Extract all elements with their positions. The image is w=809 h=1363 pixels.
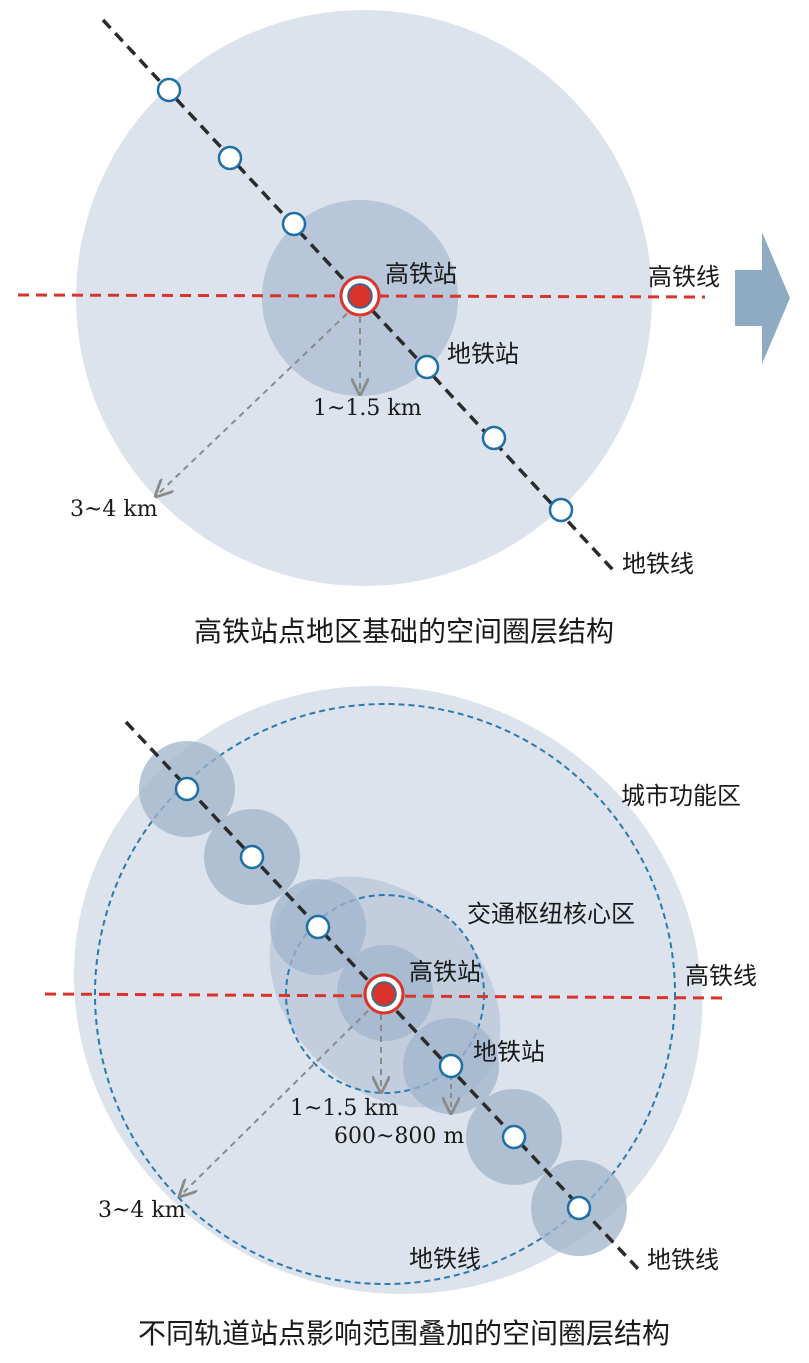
top-hsr-line-label: 高铁线 [648, 263, 720, 291]
top-outer-radius-label: 3~4 km [70, 497, 158, 522]
bottom-inner-radius-label: 1~1.5 km [290, 1096, 399, 1121]
top-metro-line-label: 地铁线 [622, 550, 694, 578]
top-metro-station-2 [217, 145, 243, 171]
bottom-station-radius-label: 600~800 m [334, 1124, 464, 1149]
bottom-metro-station-3 [305, 914, 331, 940]
city-function-boundary [94, 703, 676, 1285]
bottom-hsr-station-label: 高铁站 [409, 958, 481, 986]
city-function-zone-label: 城市功能区 [621, 782, 741, 810]
bottom-diagram: 城市功能区 交通枢纽核心区 高铁站 高铁线 地铁站 地铁线 地铁线 1~1.5 … [44, 685, 757, 1350]
top-metro-station-5 [481, 425, 507, 451]
bottom-metro-line-right-label: 地铁线 [647, 1246, 719, 1274]
bottom-metro-station-6 [566, 1195, 592, 1221]
top-metro-station-3 [281, 211, 307, 237]
bottom-metro-station-5 [501, 1124, 527, 1150]
top-hsr-station-label: 高铁站 [385, 260, 457, 288]
bottom-hsr-line-label: 高铁线 [685, 962, 757, 990]
bottom-metro-station-label: 地铁站 [473, 1038, 545, 1066]
top-hsr-station-icon [339, 275, 381, 317]
bottom-hsr-line [44, 992, 723, 1000]
top-caption: 高铁站点地区基础的空间圈层结构 [194, 615, 614, 648]
bottom-metro-line-bottom-label: 地铁线 [409, 1245, 481, 1273]
bottom-outer-radius-label: 3~4 km [98, 1198, 186, 1223]
bottom-metro-station-1 [174, 776, 200, 802]
top-metro-station-4 [414, 354, 440, 380]
top-direction-arrow [735, 232, 790, 364]
top-diagram: 高铁站 高铁线 地铁站 地铁线 1~1.5 km 3~4 km 高铁站点地区基础… [17, 10, 790, 648]
bottom-metro-station-4 [438, 1053, 464, 1079]
top-metro-station-label: 地铁站 [447, 340, 519, 368]
bottom-outer-radius-arrow [180, 1002, 377, 1196]
top-metro-station-1 [156, 77, 182, 103]
top-metro-station-6 [548, 497, 574, 523]
bottom-hsr-station-icon [363, 973, 405, 1015]
bottom-metro-station-2 [239, 844, 265, 870]
core-zone-label: 交通枢纽核心区 [467, 900, 635, 928]
top-inner-radius-label: 1~1.5 km [313, 396, 422, 421]
top-outer-radius-arrow [156, 305, 356, 496]
bottom-caption: 不同轨道站点影响范围叠加的空间圈层结构 [138, 1317, 670, 1350]
